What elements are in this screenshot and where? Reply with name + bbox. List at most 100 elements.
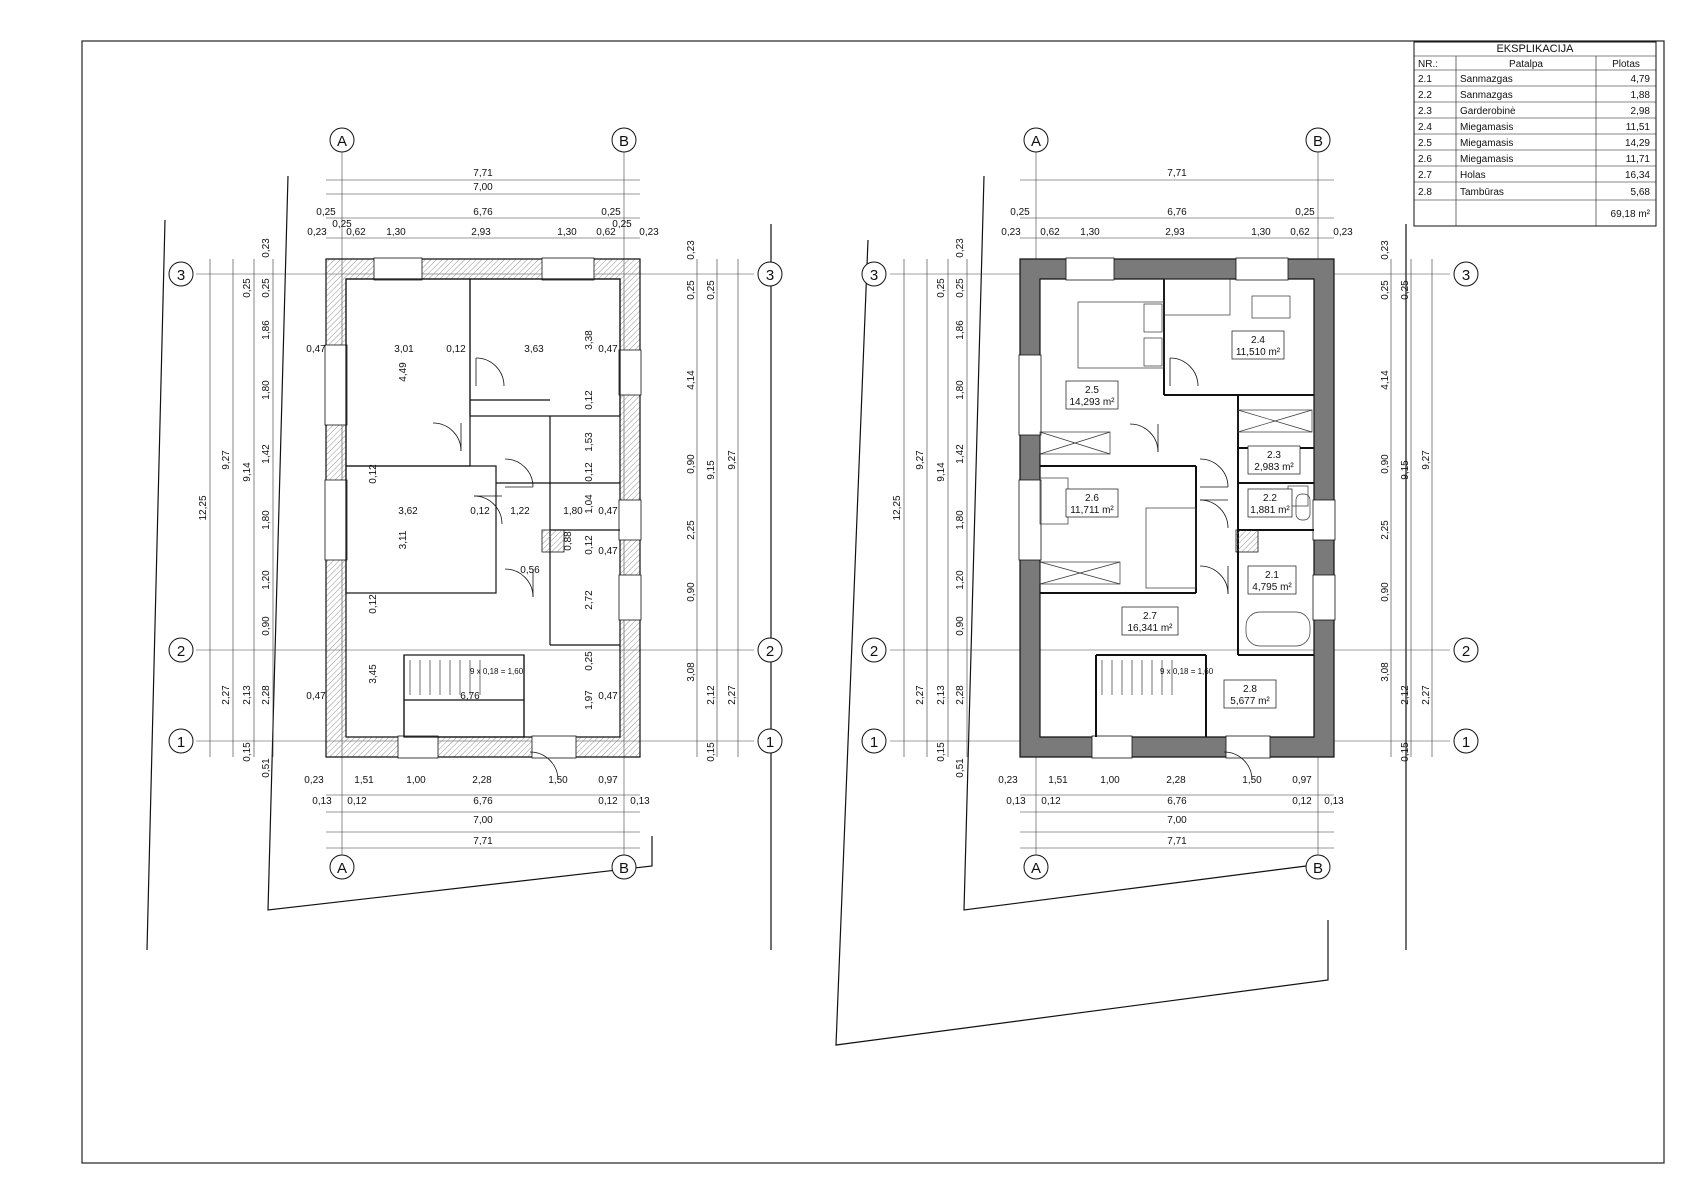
right-dim-bot-r1-4: 1,50	[1242, 775, 1262, 786]
legend-row-3-nr: 2.4	[1418, 122, 1432, 133]
legend-row-3-name: Miegamasis	[1460, 122, 1513, 133]
left-floor-plan: 9 x 0,18 = 1,60 A B A B 3 2 1 3 2 1	[146, 127, 783, 951]
right-dim-l-mid2-1: 2,13	[936, 685, 947, 705]
bed-2-6	[1145, 507, 1197, 589]
right-dim-l-in-6: 0,90	[955, 616, 966, 636]
right-dim-l-in-2: 1,80	[955, 380, 966, 400]
left-in-0: 0,47	[306, 344, 326, 355]
left-windows	[324, 257, 642, 759]
left-dim-bot-r2-0: 0,13	[312, 796, 332, 807]
left-dim-top-r3-0: 0,25	[316, 207, 336, 218]
left-dim-r-in-0: 0,25	[686, 280, 697, 300]
left-dim-l-top-0: 0,23	[261, 238, 272, 258]
right-dim-bot-r3-0: 7,00	[1167, 815, 1187, 826]
legend-row-3-area: 11,51	[1626, 122, 1651, 133]
right-plan-left-dims: 12,25 9,27 2,27 9,14 2,13 0,23 0,25 0,25…	[892, 238, 966, 778]
right-dim-top-r3-0: 0,25	[1010, 207, 1030, 218]
left-dim-bot-r3-0: 7,00	[473, 815, 493, 826]
right-floor-plan: 9 x 0,18 = 1,60 2.4 11,510 m² 2.5 14,293…	[835, 127, 1479, 1046]
right-site-boundary	[835, 239, 1329, 1046]
right-stair-label: 9 x 0,18 = 1,60	[1160, 667, 1214, 676]
legend-row-5-name: Miegamasis	[1460, 154, 1513, 165]
left-dim-l-in-1: 1,86	[261, 320, 272, 340]
right-dim-l-top-1: 0,25	[936, 278, 947, 298]
left-dim-l-in-6: 0,90	[261, 616, 272, 636]
right-axis-bubbles	[861, 127, 1479, 880]
right-top-dims: 7,71 0,25 6,76 0,25 0,23 0,62 1,30 2,93 …	[1001, 168, 1353, 238]
right-plan-right-dims: 0,23 0,25 0,25 4,14 0,90 2,25 0,90 3,08 …	[1380, 240, 1432, 762]
right-wardrobes	[1039, 409, 1313, 585]
left-dim-top-r4-5: 0,62	[596, 227, 616, 238]
left-in-1: 3,01	[394, 344, 414, 355]
legend-row-4-name: Miegamasis	[1460, 138, 1513, 149]
left-in-28: 1,97	[584, 690, 595, 710]
left-dim-l-bot-0: 0,15	[242, 742, 253, 762]
left-doors	[432, 357, 559, 781]
left-dim-l-mid2-0: 9,14	[242, 462, 253, 482]
left-in-22: 2,72	[584, 590, 595, 610]
left-dim-r-in-1: 4,14	[686, 370, 697, 390]
left-dim-bot-r1-0: 0,23	[304, 775, 324, 786]
right-dim-bot-r4-0: 7,71	[1167, 836, 1187, 847]
left-plan-right-dims: 0,23 0,25 0,25 4,14 0,90 2,25 0,90 3,08 …	[686, 240, 738, 762]
left-dim-top-r4-1: 0,62	[346, 227, 366, 238]
left-dim-r-out-0: 9,27	[727, 450, 738, 470]
right-dim-top-r4-0: 0,23	[1001, 227, 1021, 238]
room-2-7-no: 2.7	[1143, 611, 1157, 622]
right-dim-bot-r1-1: 1,51	[1048, 775, 1068, 786]
left-axis-bubbles	[168, 127, 783, 880]
right-doors	[1129, 357, 1253, 781]
sheet-frame	[81, 40, 1665, 1164]
right-dim-r-in-4: 0,90	[1380, 582, 1391, 602]
legend-row-0-name: Sanmazgas	[1460, 74, 1513, 85]
right-dim-top-r4-4: 1,30	[1251, 227, 1271, 238]
left-dim-r-in-2: 0,90	[686, 454, 697, 474]
right-dim-l-in-5: 1,20	[955, 570, 966, 590]
left-bottom-dims: 0,23 1,51 1,00 2,28 1,50 0,97 0,13 0,12 …	[304, 775, 650, 847]
room-2-5-area: 14,293 m²	[1069, 397, 1115, 408]
left-dim-l-in-5: 1,20	[261, 570, 272, 590]
right-dim-r-in-1: 4,14	[1380, 370, 1391, 390]
right-axis-A-bottom: A	[1031, 860, 1041, 877]
left-in-2: 0,12	[446, 344, 466, 355]
left-in-8: 1,53	[584, 432, 595, 452]
right-dim-r-mid-1: 2,12	[1400, 685, 1411, 705]
right-dim-top-r4-5: 0,62	[1290, 227, 1310, 238]
left-dim-top-r4-4: 1,30	[557, 227, 577, 238]
right-axis-3-left: 3	[870, 267, 878, 284]
legend-header-patalpa: Patalpa	[1509, 59, 1543, 70]
right-windows	[1018, 257, 1336, 759]
legend-row-5-area: 11,71	[1626, 154, 1651, 165]
left-top-dims: 7,71 7,00 0,25 6,76 0,25 0,25 0,25 0,23 …	[307, 168, 659, 238]
left-dim-l-in-2: 1,80	[261, 380, 272, 400]
left-dim-bot-r2-2: 6,76	[473, 796, 493, 807]
left-dim-top-r4a-1: 0,25	[612, 219, 632, 230]
left-axis-3-right: 3	[766, 267, 774, 284]
left-in-24: 3,45	[368, 664, 379, 684]
left-dim-bot-r2-3: 0,12	[598, 796, 618, 807]
left-dim-l-bot-1: 0,51	[261, 758, 272, 778]
right-axis-2-right: 2	[1462, 643, 1470, 660]
right-axis-B-bottom: B	[1313, 860, 1323, 877]
eksplikacija-table: EKSPLIKACIJA NR.: Patalpa Plotas 2.1 San…	[1413, 41, 1657, 227]
left-inside-dims: 0,47 3,01 0,12 3,63 4,49 3,38 0,47 0,12 …	[306, 330, 618, 710]
left-dim-r-top-0: 0,23	[686, 240, 697, 260]
right-dim-top-r4-3: 2,93	[1165, 227, 1185, 238]
legend-row-0-area: 4,79	[1631, 74, 1651, 85]
room-2-8-area: 5,677 m²	[1230, 696, 1270, 707]
toilet	[1295, 493, 1311, 521]
left-dim-bot-r1-2: 1,00	[406, 775, 426, 786]
right-axis-1-left: 1	[870, 734, 878, 751]
left-in-4: 4,49	[398, 362, 409, 382]
legend-row-1-nr: 2.2	[1418, 90, 1432, 101]
right-dim-r-in-0: 0,25	[1380, 280, 1391, 300]
left-dim-bot-r1-5: 0,97	[598, 775, 618, 786]
left-in-6: 0,47	[598, 344, 618, 355]
right-axis-1-right: 1	[1462, 734, 1470, 751]
right-dim-l-bot-0: 0,15	[936, 742, 947, 762]
right-room-labels: 2.4 11,510 m² 2.5 14,293 m² 2.3 2,983 m²…	[1065, 330, 1301, 709]
legend-row-6-area: 16,34	[1625, 170, 1650, 181]
left-dim-r-top-1: 0,25	[706, 280, 717, 300]
right-dim-r-bot-0: 0,15	[1400, 742, 1411, 762]
